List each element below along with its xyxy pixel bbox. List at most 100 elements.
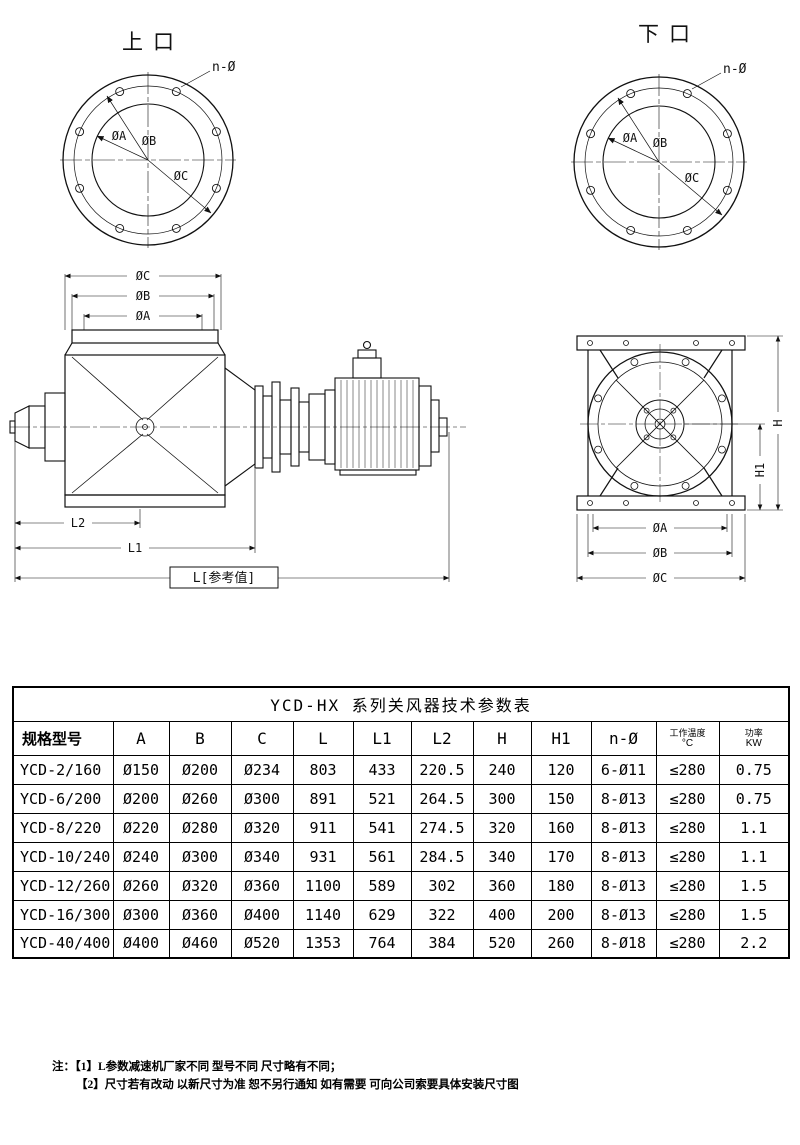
col-header-h: H — [472, 720, 532, 756]
bolt-holes — [75, 87, 221, 233]
value-cell: Ø320 — [168, 870, 232, 901]
left-bearing-assembly — [9, 392, 66, 462]
dim-label-dia-a: ØA — [653, 521, 668, 535]
value-cell: 803 — [292, 754, 354, 785]
col-header-c: C — [230, 720, 294, 756]
value-cell: 264.5 — [410, 783, 474, 814]
dim-label-dia-a: ØA — [112, 129, 127, 143]
value-cell: Ø234 — [230, 754, 294, 785]
value-cell: 384 — [410, 928, 474, 959]
leader-lines — [607, 72, 723, 216]
dim-label-dia-c: ØC — [174, 169, 188, 183]
dim-label-dia-c: ØC — [136, 269, 150, 283]
value-cell: Ø360 — [230, 870, 294, 901]
value-cell: Ø260 — [168, 783, 232, 814]
value-cell: 8-Ø13 — [590, 812, 657, 843]
value-cell: 260 — [530, 928, 592, 959]
value-cell: 284.5 — [410, 841, 474, 872]
dim-label-l-ref: L[参考值] — [193, 570, 255, 586]
col-header-a: A — [112, 720, 170, 756]
dimension-lines — [576, 335, 783, 582]
value-cell: 1140 — [292, 899, 354, 930]
dim-label-dia-a: ØA — [623, 131, 638, 145]
motor-fins — [340, 380, 414, 468]
dim-label-dia-b: ØB — [653, 136, 667, 150]
top-port-title: 上口 — [122, 30, 184, 54]
value-cell: 8-Ø18 — [590, 928, 657, 959]
value-cell: 2.2 — [718, 928, 790, 959]
model-cell: YCD-6/200 — [12, 783, 114, 814]
value-cell: 240 — [472, 754, 532, 785]
value-cell: 521 — [352, 783, 412, 814]
value-cell: ≤280 — [655, 783, 720, 814]
value-cell: 1.1 — [718, 812, 790, 843]
value-cell: 1100 — [292, 870, 354, 901]
gearbox-coupling — [224, 367, 326, 487]
flange-bolts — [587, 340, 735, 506]
col-header-n: n-Ø — [590, 720, 657, 756]
dim-label-l1: L1 — [128, 541, 142, 555]
note-line-2: 【2】尺寸若有改动 以新尺寸为准 恕不另行通知 如有需要 可向公司索要具体安装尺… — [76, 1079, 519, 1091]
value-cell: Ø220 — [112, 812, 170, 843]
value-cell: ≤280 — [655, 928, 720, 959]
rim-bolt-holes — [594, 358, 726, 490]
col-header-b: B — [168, 720, 232, 756]
dim-label-dia-c: ØC — [685, 171, 699, 185]
note-prefix: 注： — [52, 1061, 75, 1073]
dim-label-h: H — [771, 419, 785, 426]
value-cell: Ø340 — [230, 841, 294, 872]
value-cell: 302 — [410, 870, 474, 901]
table-title-row: YCD-HX 系列关风器技术参数表 — [12, 686, 790, 722]
note-line-1: 注：【1】L参数减速机厂家不同 型号不同 尺寸略有不同； — [52, 1058, 772, 1076]
value-cell: 1.5 — [718, 899, 790, 930]
value-cell: 180 — [530, 870, 592, 901]
value-cell: 320 — [472, 812, 532, 843]
flange-top-view-left: ØA ØB ØC n-Ø — [60, 60, 236, 248]
value-cell: 8-Ø13 — [590, 783, 657, 814]
value-cell: ≤280 — [655, 812, 720, 843]
value-cell: 120 — [530, 754, 592, 785]
value-cell: Ø520 — [230, 928, 294, 959]
value-cell: 300 — [472, 783, 532, 814]
col-header-l: L — [292, 720, 354, 756]
value-cell: Ø200 — [168, 754, 232, 785]
value-cell: 1.1 — [718, 841, 790, 872]
leader-lines — [96, 70, 212, 214]
value-cell: 8-Ø13 — [590, 870, 657, 901]
dim-label-dia-c: ØC — [653, 571, 667, 585]
model-cell: YCD-16/300 — [12, 899, 114, 930]
col-header-h1: H1 — [530, 720, 592, 756]
value-cell: 561 — [352, 841, 412, 872]
table-title: YCD-HX 系列关风器技术参数表 — [12, 686, 790, 722]
l-ref-label-box — [169, 566, 279, 589]
value-cell: 8-Ø13 — [590, 841, 657, 872]
dim-label-l2: L2 — [71, 516, 85, 530]
temp-header-unit: °C — [681, 737, 694, 749]
side-view-drawing: ØC ØB ØA L2 L1 L[参考值] — [9, 269, 466, 589]
dim-label-dia-a: ØA — [136, 309, 151, 323]
model-cell: YCD-12/260 — [12, 870, 114, 901]
value-cell: Ø400 — [112, 928, 170, 959]
col-header-power: 功率 KW — [718, 720, 790, 756]
flange-geometry — [571, 72, 747, 250]
value-cell: Ø240 — [112, 841, 170, 872]
value-cell: 764 — [352, 928, 412, 959]
value-cell: ≤280 — [655, 870, 720, 901]
value-cell: Ø300 — [112, 899, 170, 930]
hopper-rotor-lines — [71, 356, 219, 494]
bolt-count-label: n-Ø — [212, 60, 236, 75]
model-cell: YCD-8/220 — [12, 812, 114, 843]
value-cell: 6-Ø11 — [590, 754, 657, 785]
col-header-temp: 工作温度 °C — [655, 720, 720, 756]
bottom-port-title: 下口 — [638, 22, 700, 46]
value-cell: 220.5 — [410, 754, 474, 785]
value-cell: 0.75 — [718, 783, 790, 814]
value-cell: Ø280 — [168, 812, 232, 843]
dim-label-dia-b: ØB — [136, 289, 150, 303]
value-cell: Ø320 — [230, 812, 294, 843]
